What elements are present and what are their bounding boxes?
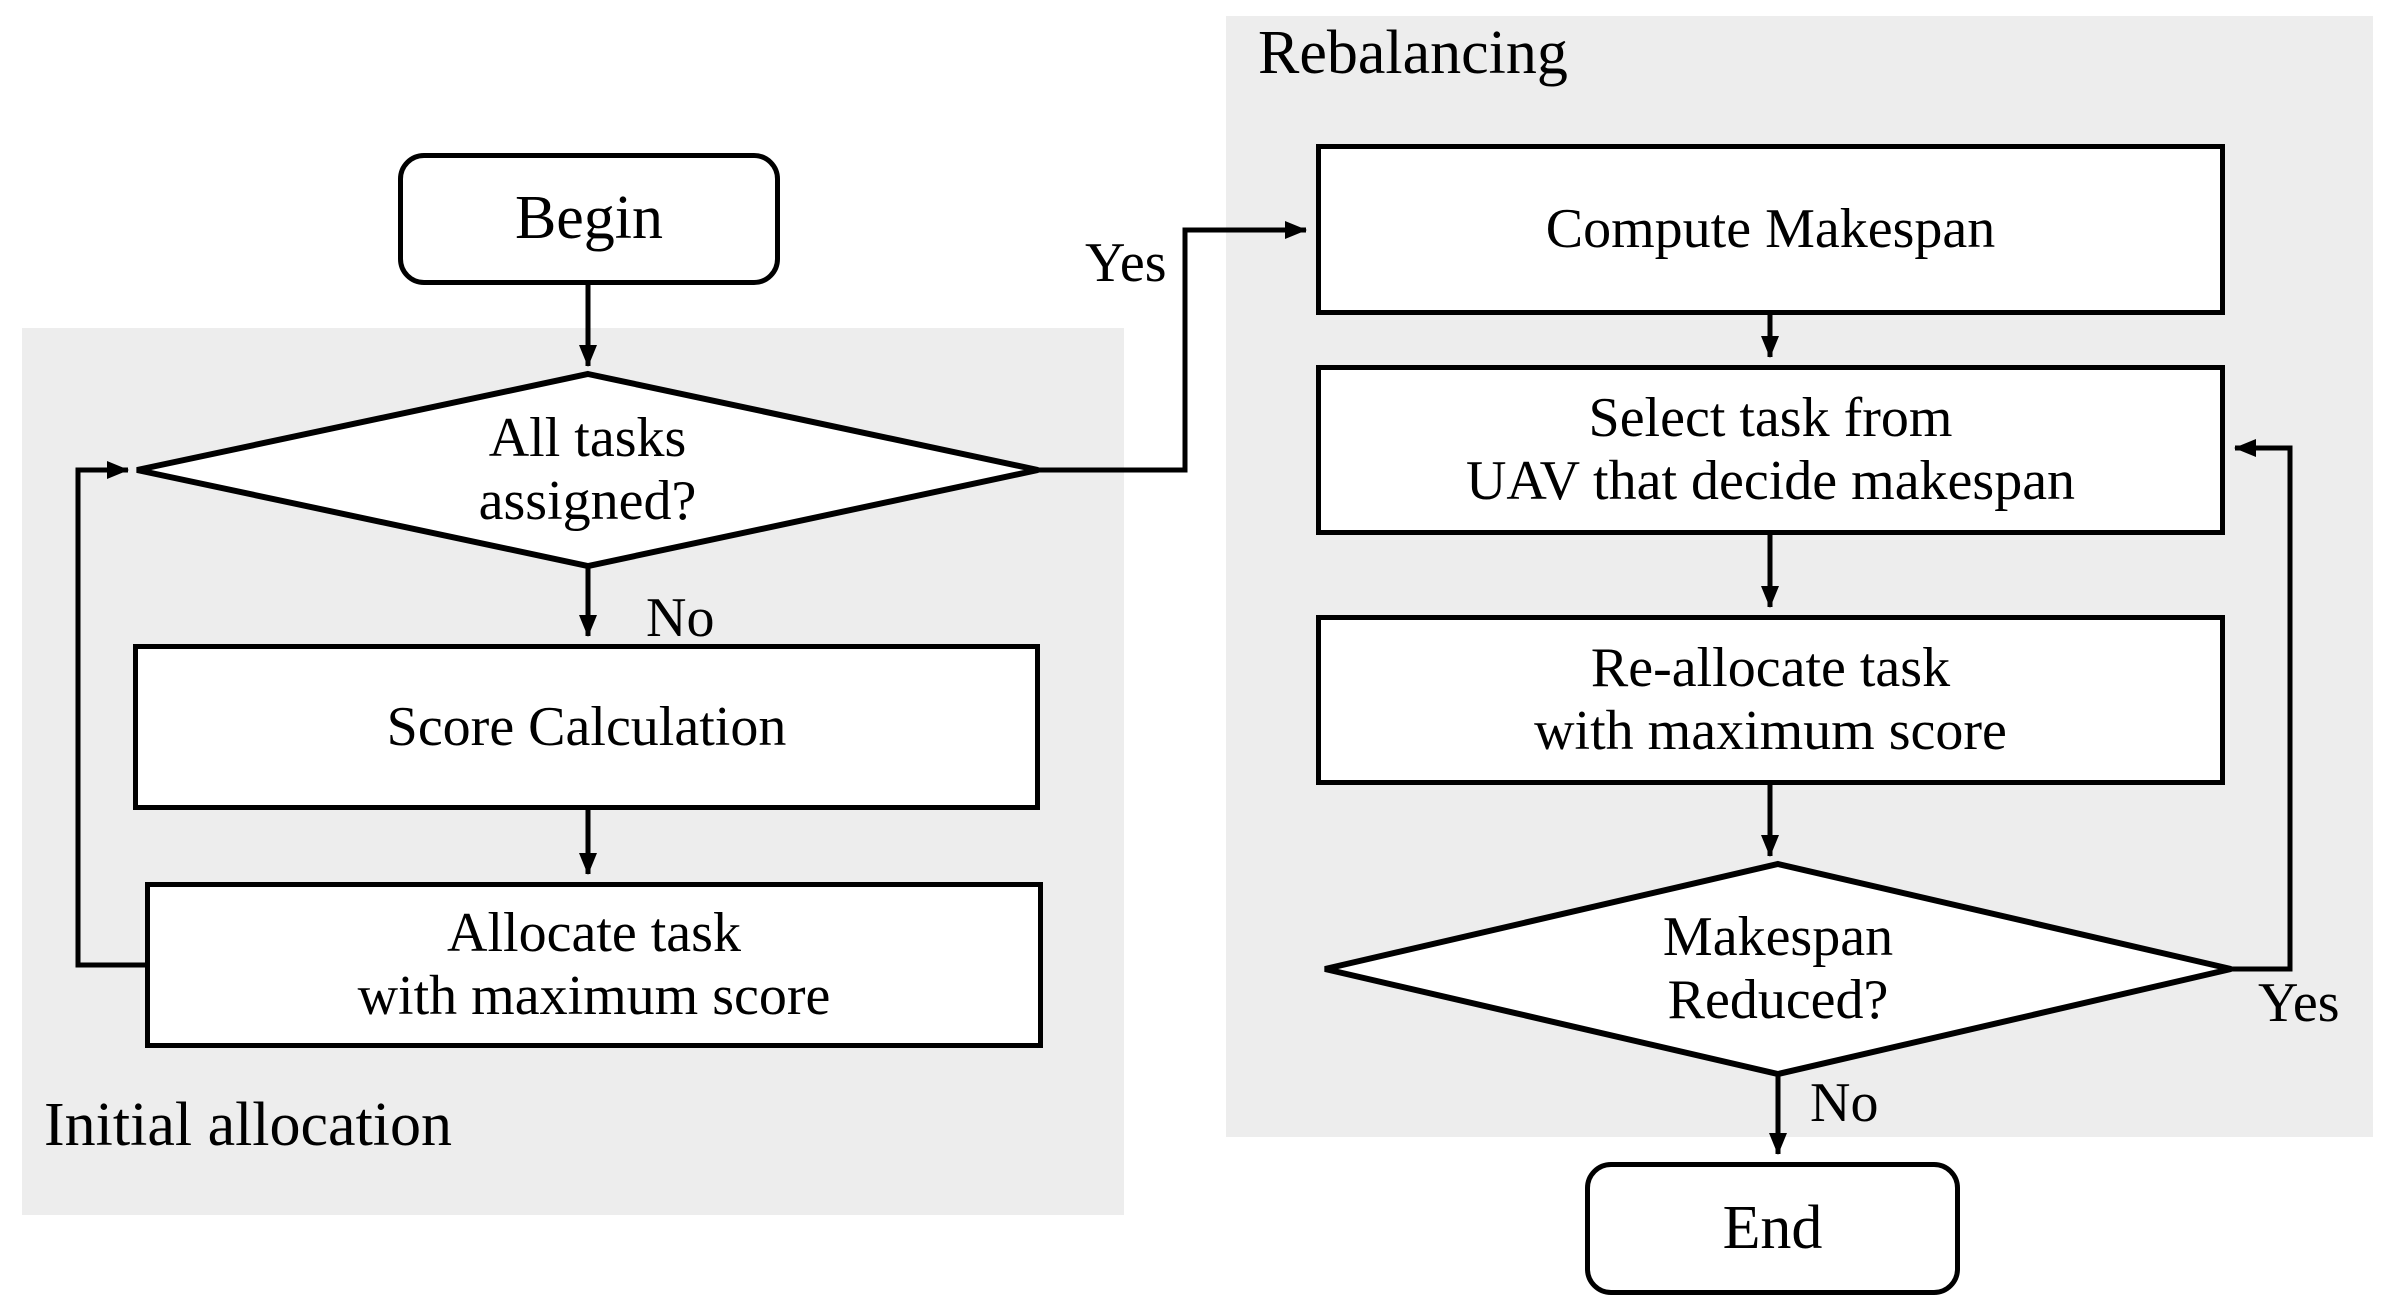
node-reallocate-task[interactable]: Re-allocate task with maximum score — [1316, 615, 2225, 785]
edge-label-no-makespan: No — [1810, 1072, 1879, 1134]
node-score-calculation[interactable]: Score Calculation — [133, 644, 1040, 810]
edge-label-yes-alltasks: Yes — [1085, 232, 1167, 294]
node-end[interactable]: End — [1585, 1162, 1960, 1295]
edge-makespan-yes-to-select-loop — [2231, 439, 2293, 972]
panel-label-rebalancing: Rebalancing — [1258, 19, 1568, 87]
node-compute-makespan-label: Compute Makespan — [1545, 198, 1996, 261]
edge-label-yes-makespan: Yes — [2258, 972, 2340, 1034]
panel-label-initial-allocation: Initial allocation — [44, 1091, 453, 1159]
node-all-tasks-assigned-label: All tasks assigned? — [478, 407, 697, 532]
edge-label-no-alltasks: No — [646, 587, 715, 649]
node-compute-makespan[interactable]: Compute Makespan — [1316, 144, 2225, 315]
node-begin-label: Begin — [514, 184, 664, 253]
node-end-label: End — [1722, 1193, 1823, 1262]
node-select-task-from-uav-label: Select task from UAV that decide makespa… — [1465, 387, 2076, 512]
node-makespan-reduced-label: Makespan Reduced? — [1662, 906, 1894, 1031]
node-reallocate-task-label: Re-allocate task with maximum score — [1534, 637, 2007, 762]
node-begin[interactable]: Begin — [398, 153, 780, 285]
node-makespan-reduced[interactable]: Makespan Reduced? — [1323, 862, 2233, 1076]
node-score-calculation-label: Score Calculation — [386, 695, 787, 758]
node-allocate-task[interactable]: Allocate task with maximum score — [145, 882, 1043, 1048]
edge-allocate-to-alltasks-loop — [75, 461, 145, 968]
node-all-tasks-assigned[interactable]: All tasks assigned? — [135, 372, 1040, 568]
node-select-task-from-uav[interactable]: Select task from UAV that decide makespa… — [1316, 365, 2225, 535]
node-allocate-task-label: Allocate task with maximum score — [357, 902, 831, 1027]
edge-alltasks-yes-to-compute — [1038, 221, 1307, 473]
